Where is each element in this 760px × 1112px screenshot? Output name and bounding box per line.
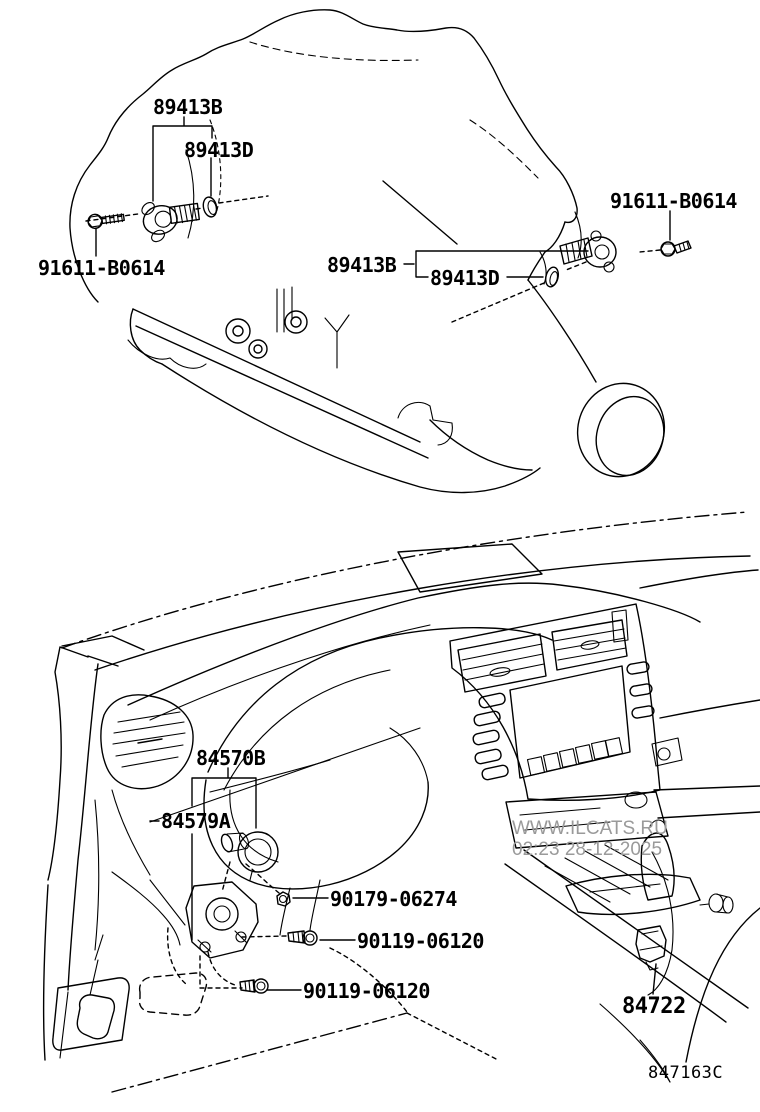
assembly-axis-lines-top: [85, 195, 661, 323]
callout-leader-lines-bottom: [149, 767, 657, 995]
callout-leader-lines-top: [95, 116, 671, 278]
callout-bolt-b[interactable]: 90119-06120: [303, 979, 430, 1003]
callout-sensor-no2[interactable]: 89413B: [327, 253, 397, 277]
bolt-no1-drawing: [87, 213, 125, 230]
figure-code: 847163C: [648, 1063, 724, 1083]
callout-shift-lock-switch[interactable]: 84722: [622, 994, 686, 1019]
watermark: WWW.ILCATS.RU 02:23 28-12-2025: [512, 818, 668, 861]
oring-no1-drawing: [202, 196, 218, 218]
callout-bolt-a[interactable]: 90119-06120: [357, 929, 484, 953]
callout-bolt-no1[interactable]: 91611-B0614: [38, 256, 165, 280]
cylinder-bracket-drawing: [185, 881, 259, 959]
callout-key-cylinder[interactable]: 84570B: [196, 746, 266, 770]
watermark-stamp: 02:23 28-12-2025: [512, 839, 663, 861]
dashboard-drawing: [42, 511, 760, 1093]
callout-bolt-no2[interactable]: 91611-B0614: [610, 189, 737, 213]
callout-bracket[interactable]: 84579A: [161, 809, 231, 833]
nut-drawing: [276, 891, 291, 907]
callout-oring-no2[interactable]: 89413D: [430, 266, 500, 290]
speed-sensor-no1-drawing: [141, 201, 200, 243]
oring-no2-drawing: [544, 266, 560, 288]
assembly-axis-lines-bottom: [166, 861, 408, 1013]
bolt-b-drawing: [239, 978, 269, 994]
key-cylinder-drawing: [220, 831, 279, 881]
bolt-a-drawing: [287, 930, 318, 946]
callout-nut[interactable]: 90179-06274: [330, 887, 457, 911]
transmission-drawing: [69, 9, 666, 494]
watermark-site: WWW.ILCATS.RU: [512, 818, 668, 839]
callout-sensor-no1[interactable]: 89413B: [153, 95, 223, 119]
bolt-no2-drawing: [660, 240, 692, 257]
callout-oring-no1[interactable]: 89413D: [184, 138, 254, 162]
